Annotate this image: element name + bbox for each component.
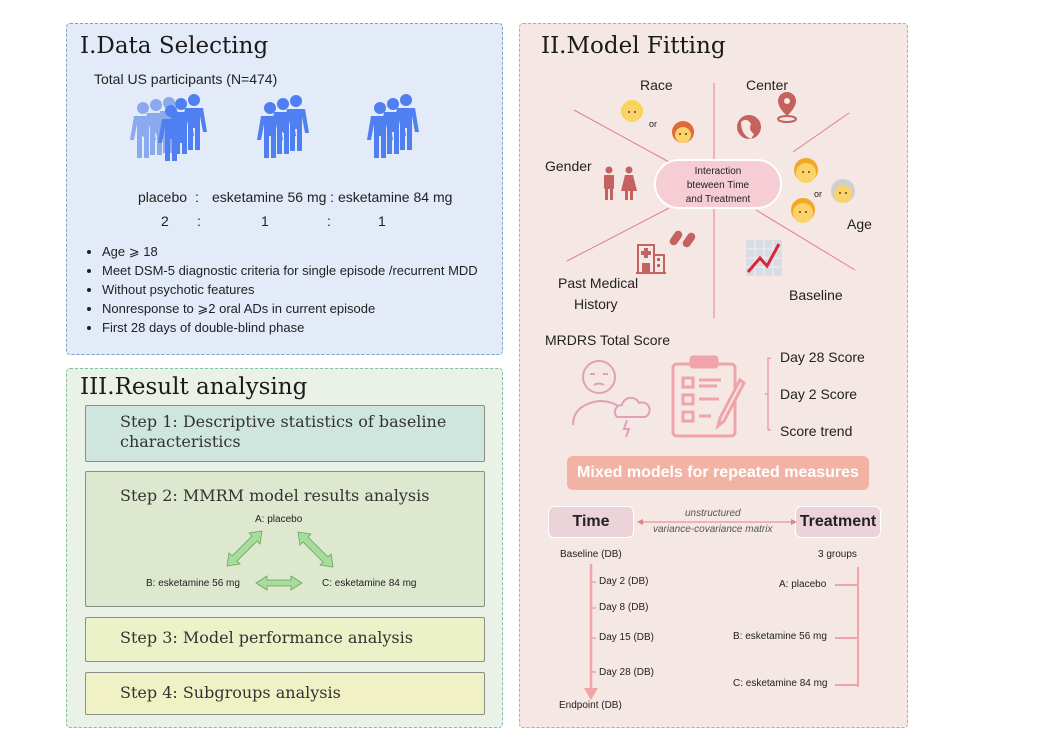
ratio-sep: : xyxy=(195,189,199,205)
factor-baseline: Baseline xyxy=(789,287,843,303)
step1-box: Step 1: Descriptive statistics of baseli… xyxy=(85,405,485,462)
esketamine-84-people-icon xyxy=(367,94,419,158)
inclusion-criteria-list: Age ⩾ 18 Meet DSM-5 diagnostic criteria … xyxy=(82,242,478,337)
data-selecting-panel xyxy=(66,23,503,355)
step4-box: Step 4: Subgroups analysis xyxy=(85,672,485,715)
ratio-esketamine-84: 1 xyxy=(378,213,386,229)
group-esketamine-84: esketamine 84 mg xyxy=(338,189,453,205)
pills-icon xyxy=(669,230,696,248)
criterion-item: Age ⩾ 18 xyxy=(102,242,478,261)
interaction-line: Interaction xyxy=(694,166,742,177)
globe-icon xyxy=(737,115,761,139)
arrow-a-c xyxy=(297,531,334,568)
group-a: A: placebo xyxy=(779,579,827,590)
matrix-label-1: unstructured xyxy=(685,508,741,519)
score-icons xyxy=(572,355,746,438)
timeline-item: Day 2 (DB) xyxy=(599,576,649,587)
mmrm-banner: Mixed models for repeated measures xyxy=(567,456,869,490)
location-pin-icon xyxy=(777,92,797,123)
criterion-item: First 28 days of double-blind phase xyxy=(102,318,478,337)
arrow-a-b xyxy=(226,530,263,567)
groups-title: 3 groups xyxy=(818,549,857,560)
interaction-line: bteween Time xyxy=(686,180,750,191)
factor-gender: Gender xyxy=(545,158,592,174)
storm-cloud-icon xyxy=(613,396,651,438)
people-icons xyxy=(130,94,419,161)
criterion-item: Nonresponse to ⩾2 oral ADs in current ep… xyxy=(102,299,478,318)
ratio-esketamine-56: 1 xyxy=(261,213,269,229)
criterion-item: Meet DSM-5 diagnostic criteria for singl… xyxy=(102,261,478,280)
chart-increasing-icon xyxy=(746,240,782,276)
group-c: C: esketamine 84 mg xyxy=(733,678,828,689)
blonde-woman-face-icon xyxy=(621,100,643,122)
timeline-item: Day 15 (DB) xyxy=(599,632,655,643)
factor-age: Age xyxy=(847,216,872,232)
redhead-woman-face-icon xyxy=(672,121,694,143)
arrow-b-c xyxy=(255,575,303,591)
ratio-sep: : xyxy=(327,213,331,229)
node-esketamine-84: C: esketamine 84 mg xyxy=(322,578,417,589)
factor-icons: or or xyxy=(604,92,855,276)
timeline-item: Day 28 (DB) xyxy=(599,667,655,678)
step2-box: Step 2: MMRM model results analysis xyxy=(85,471,485,607)
data-selecting-title: I.Data Selecting xyxy=(80,33,269,59)
criterion-item: Without psychotic features xyxy=(102,280,478,299)
group-esketamine-56: esketamine 56 mg xyxy=(212,189,327,205)
boy-face-icon xyxy=(794,158,818,183)
factor-history-1: Past Medical xyxy=(558,275,639,291)
hospital-icon xyxy=(636,244,666,274)
race-or: or xyxy=(649,119,657,129)
step3-box: Step 3: Model performance analysis xyxy=(85,617,485,662)
age-or: or xyxy=(814,189,822,199)
timeline-endpoint: Endpoint (DB) xyxy=(559,700,622,711)
interaction-line: and Treatment xyxy=(685,194,751,205)
factor-center: Center xyxy=(746,77,789,93)
esketamine-56-people-icon xyxy=(257,95,309,158)
timeline-baseline: Baseline (DB) xyxy=(560,549,622,560)
score-day28: Day 28 Score xyxy=(780,349,865,365)
timeline-item: Day 8 (DB) xyxy=(599,602,649,613)
radial-lines xyxy=(566,83,856,318)
result-analysing-title: III.Result analysing xyxy=(80,374,308,400)
timeline-arrow xyxy=(584,564,598,700)
total-participants: Total US participants (N=474) xyxy=(94,71,278,87)
groups-bracket xyxy=(835,567,859,687)
clipboard-icon xyxy=(671,355,746,438)
treatment-pill: Treatment xyxy=(795,506,881,538)
score-title: MRDRS Total Score xyxy=(545,332,671,348)
comparison-arrows xyxy=(226,530,334,591)
factor-history-2: History xyxy=(574,296,618,312)
interaction-node: Interaction bteween Time and Treatment xyxy=(654,159,782,209)
model-fitting-title: II.Model Fitting xyxy=(541,33,726,59)
score-trend: Score trend xyxy=(780,423,853,439)
node-esketamine-56: B: esketamine 56 mg xyxy=(146,578,240,589)
group-placebo: placebo xyxy=(138,189,188,205)
man-woman-icon xyxy=(604,166,637,200)
matrix-label-2: variance-covariance matrix xyxy=(653,524,773,535)
factor-race: Race xyxy=(640,77,673,93)
score-bracket xyxy=(765,357,771,431)
ratio-sep: : xyxy=(197,213,201,229)
older-person-face-icon xyxy=(831,179,855,203)
score-day2: Day 2 Score xyxy=(780,386,858,402)
group-b: B: esketamine 56 mg xyxy=(733,631,827,642)
matrix-arrow xyxy=(637,519,797,525)
time-pill: Time xyxy=(548,506,634,538)
node-placebo: A: placebo xyxy=(255,514,303,525)
ratio-placebo: 2 xyxy=(161,213,169,229)
ratio-sep: : xyxy=(330,189,334,205)
child-face-icon xyxy=(791,198,815,223)
step2-label: Step 2: MMRM model results analysis xyxy=(120,486,430,505)
